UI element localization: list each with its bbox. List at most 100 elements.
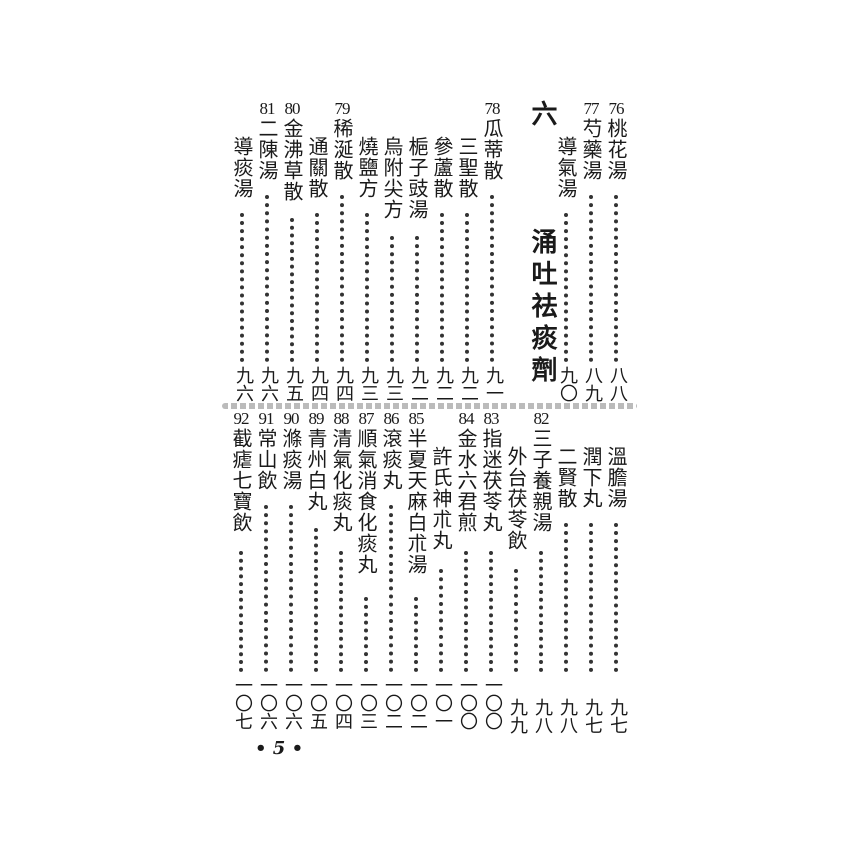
entry-page: 九七 (582, 698, 603, 734)
entry-page: 九二 (408, 366, 429, 402)
entry-page: 一〇四 (332, 676, 353, 730)
entry-number: 79 (334, 99, 351, 118)
leader-dots (339, 551, 347, 672)
leader-dots (289, 505, 297, 672)
entry-title: 截瘧七寶飲 (229, 428, 253, 533)
entry-page: 一〇一 (432, 676, 453, 730)
entry-page: 一〇七 (232, 676, 253, 730)
entry-title: 滌痰湯 (279, 428, 303, 491)
entry-title: 三聖散 (455, 136, 479, 199)
entry-page: 九八 (557, 698, 578, 734)
entry-title: 二賢散 (554, 446, 578, 509)
leader-dots (465, 213, 473, 362)
entry-title: 清氣化痰丸 (329, 428, 353, 533)
entry-page: 九五 (283, 366, 304, 402)
entry-title: 稀涎散 (330, 118, 354, 181)
entry-page: 一〇六 (282, 676, 303, 730)
entry-title: 導氣湯 (554, 136, 578, 199)
toc-entry[interactable]: 溫膽湯 (604, 446, 628, 509)
leader-dots (614, 195, 622, 362)
entry-number: 91 (258, 409, 275, 428)
entry-page: 一〇〇 (482, 676, 503, 730)
toc-entry[interactable]: 許氏神朮丸 (429, 446, 453, 551)
toc-entry[interactable]: 二賢散 (554, 446, 578, 509)
toc-entry[interactable]: 參蘆散 (430, 136, 454, 199)
leader-dots (589, 523, 597, 672)
leader-dots (490, 195, 498, 362)
entry-page: 一〇〇 (457, 676, 478, 730)
entry-title: 三子養親湯 (529, 428, 553, 533)
section-divider (222, 403, 637, 409)
entry-number: 84 (458, 409, 475, 428)
leader-dots (240, 213, 248, 362)
entry-page: 一〇二 (382, 676, 403, 730)
toc-entry[interactable]: 燒鹽方 (355, 136, 379, 199)
leader-dots (239, 551, 247, 672)
leader-dots (415, 236, 423, 362)
entry-page: 九二 (433, 366, 454, 402)
leader-dots (514, 569, 522, 672)
entry-title: 溫膽湯 (604, 446, 628, 509)
entry-number: 81 (259, 99, 276, 118)
entry-number: 86 (383, 409, 400, 428)
entry-title: 常山飲 (254, 428, 278, 491)
section-heading: 六 涌吐祛痰劑 (524, 100, 561, 388)
entry-title: 燒鹽方 (355, 136, 379, 199)
entry-title: 金水六君煎 (454, 428, 478, 533)
leader-dots (440, 213, 448, 362)
entry-page: 一〇二 (407, 676, 428, 730)
entry-page: 一〇五 (307, 676, 328, 730)
entry-title: 芍藥湯 (579, 118, 603, 181)
entry-page: 八八 (607, 366, 628, 402)
toc-entry[interactable]: 導氣湯 (554, 136, 578, 199)
entry-title: 參蘆散 (430, 136, 454, 199)
leader-dots (614, 523, 622, 672)
toc-entry[interactable]: 導痰湯 (230, 136, 254, 199)
toc-entry[interactable]: 外台茯苓飲 (504, 446, 528, 551)
toc-entry[interactable]: 潤下丸 (579, 446, 603, 509)
toc-entry[interactable]: 三聖散 (455, 136, 479, 199)
entry-number: 82 (533, 409, 550, 428)
entry-number: 80 (284, 99, 301, 118)
entry-page: 九二 (458, 366, 479, 402)
entry-number: 89 (308, 409, 325, 428)
toc-entry[interactable]: 通關散 (305, 136, 329, 199)
entry-number: 83 (483, 409, 500, 428)
entry-title: 瓜蒂散 (480, 118, 504, 181)
leader-dots (464, 551, 472, 672)
toc-entry[interactable]: 梔子豉湯 (405, 136, 429, 220)
leader-dots (589, 195, 597, 362)
leader-dots (389, 505, 397, 672)
entry-page: 一〇三 (357, 676, 378, 730)
entry-title: 指迷茯苓丸 (479, 428, 503, 533)
entry-title: 潤下丸 (579, 446, 603, 509)
leader-dots (390, 236, 398, 362)
entry-page: 九四 (308, 366, 329, 402)
leader-dots (315, 213, 323, 362)
entry-page: 九一 (483, 366, 504, 402)
entry-title: 二陳湯 (255, 118, 279, 181)
entry-title: 導痰湯 (230, 136, 254, 199)
entry-page: 一〇六 (257, 676, 278, 730)
leader-dots (439, 569, 447, 672)
toc-entry[interactable]: 烏附尖方 (380, 136, 404, 220)
entry-number: 87 (358, 409, 375, 428)
leader-dots (539, 551, 547, 672)
